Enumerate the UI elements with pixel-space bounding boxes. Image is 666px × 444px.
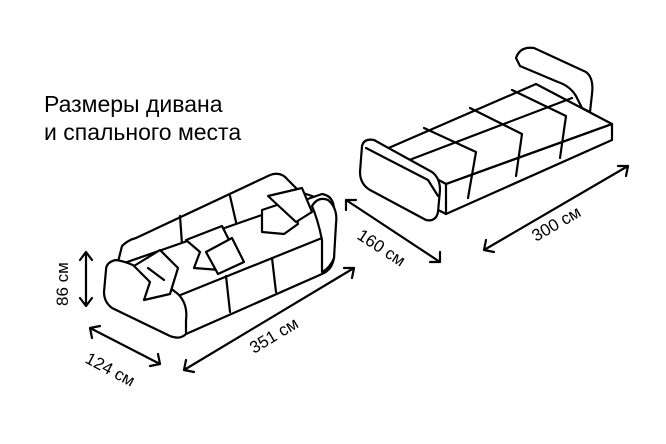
bed-seam-long-3	[510, 88, 568, 160]
height-arrow	[78, 250, 94, 308]
title-line-1: Размеры дивана	[44, 91, 223, 117]
sofa-seat-edge	[176, 236, 324, 298]
dimension-sofa-depth: 124 см	[82, 324, 162, 391]
bed-seam-cross	[402, 96, 574, 164]
page-title: Размеры дивана и спального места	[44, 90, 241, 146]
title-line-2: и спального места	[44, 119, 242, 145]
dimension-sofa-height: 86 см	[53, 250, 94, 308]
sofa-bed-illustration	[358, 46, 614, 222]
bed-seam-long-2	[468, 106, 524, 178]
sofa-seat-seam-2	[270, 256, 278, 294]
label-sofa-height: 86 см	[53, 262, 72, 306]
bed-width-arrow	[344, 198, 442, 264]
length-arrow	[182, 266, 356, 374]
label-bed-width: 160 см	[354, 225, 409, 270]
bed-seam-cross-2	[444, 122, 614, 186]
bed-armrest-top	[364, 146, 440, 198]
sofa-pillows	[132, 186, 314, 302]
sofa-right-armrest	[310, 197, 338, 274]
label-sofa-depth: 124 см	[82, 349, 138, 391]
pillow-5	[266, 186, 314, 224]
sofa-illustration	[102, 172, 338, 339]
depth-arrow	[88, 324, 162, 368]
pillow-1-fold	[146, 266, 166, 282]
pillow-3	[204, 236, 246, 276]
sofa-back-cushion-line-1	[178, 214, 184, 246]
label-sofa-length: 351 см	[246, 314, 301, 358]
sofa-seat-seam-1	[224, 274, 232, 314]
bed-back-cushion	[514, 46, 594, 114]
bed-left-armrest	[358, 138, 442, 222]
bed-length-arrow	[482, 164, 630, 254]
sofa-back-cushion-line-2	[228, 194, 238, 224]
bed-seam-long-1	[422, 126, 478, 200]
